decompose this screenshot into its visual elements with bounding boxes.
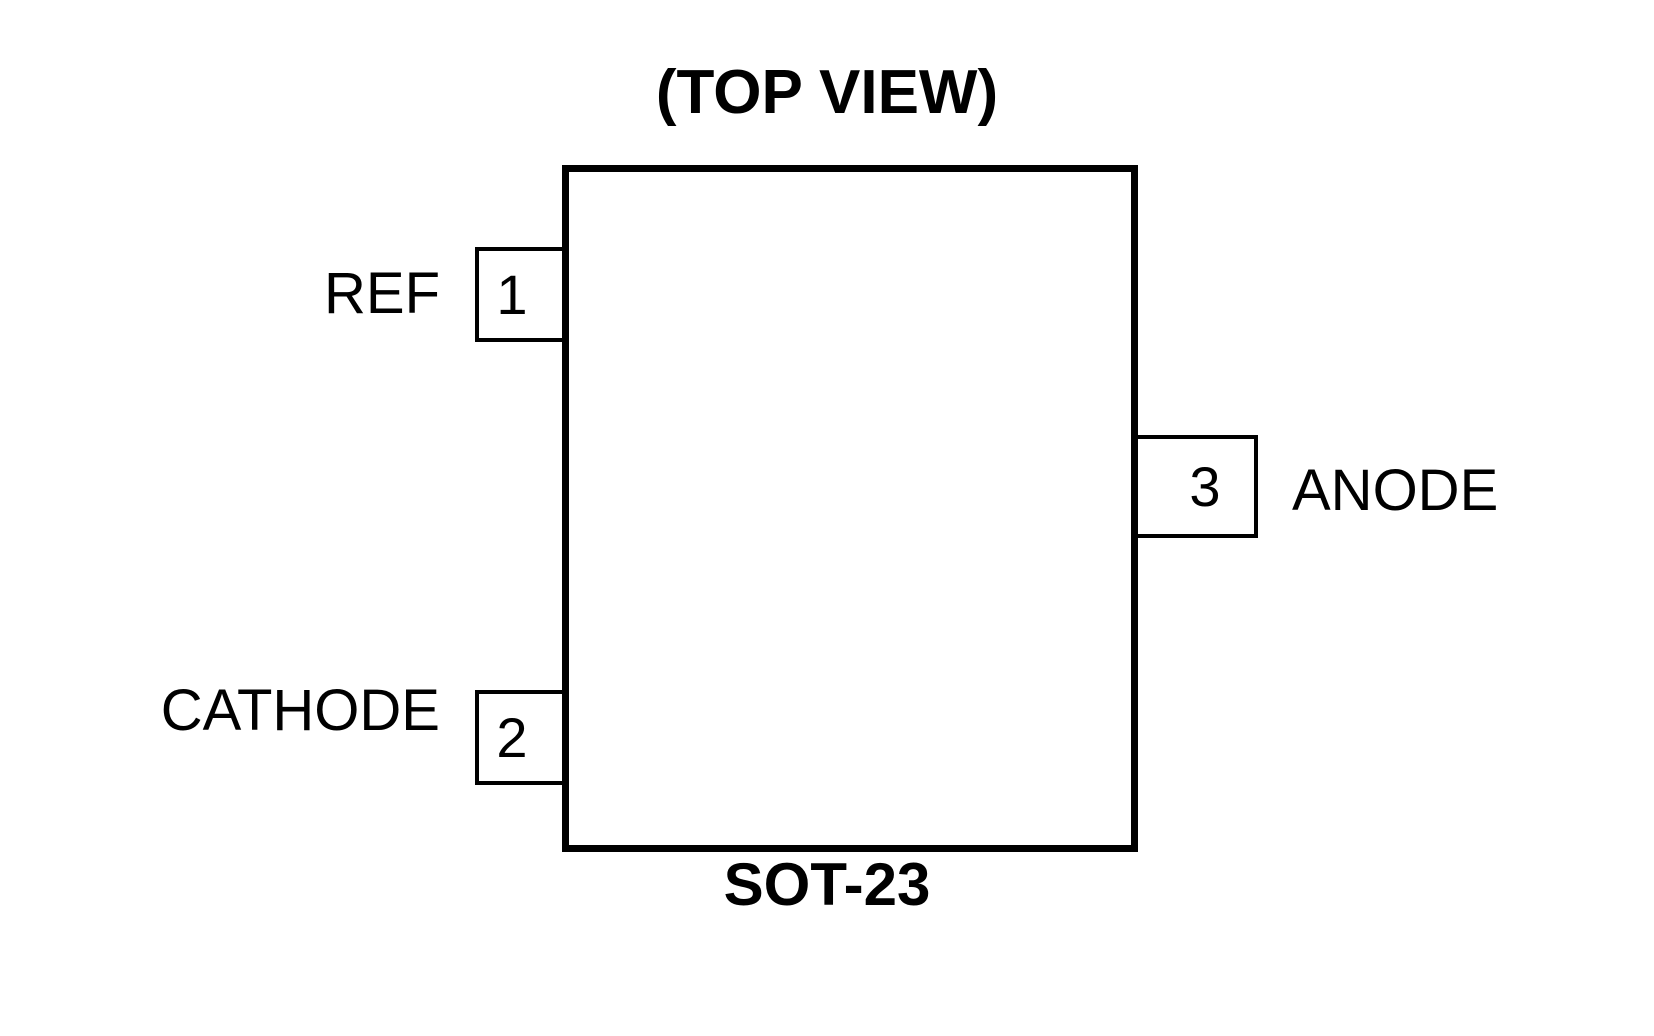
pin-tab-1: 1 xyxy=(475,247,567,342)
pin-tab-2: 2 xyxy=(475,690,567,785)
pin-label-cathode: CATHODE xyxy=(160,678,440,743)
pin-number-3: 3 xyxy=(1189,454,1221,518)
pin-label-anode: ANODE xyxy=(1292,458,1499,523)
pin-label-ref: REF xyxy=(324,261,440,326)
pin-tab-3: 3 xyxy=(1134,435,1258,538)
package-name-label: SOT-23 xyxy=(723,851,931,918)
pin-number-2: 2 xyxy=(496,705,528,769)
pin-number-1: 1 xyxy=(496,262,528,326)
diagram-title: (TOP VIEW) xyxy=(655,58,999,127)
package-body-outline xyxy=(562,165,1138,852)
